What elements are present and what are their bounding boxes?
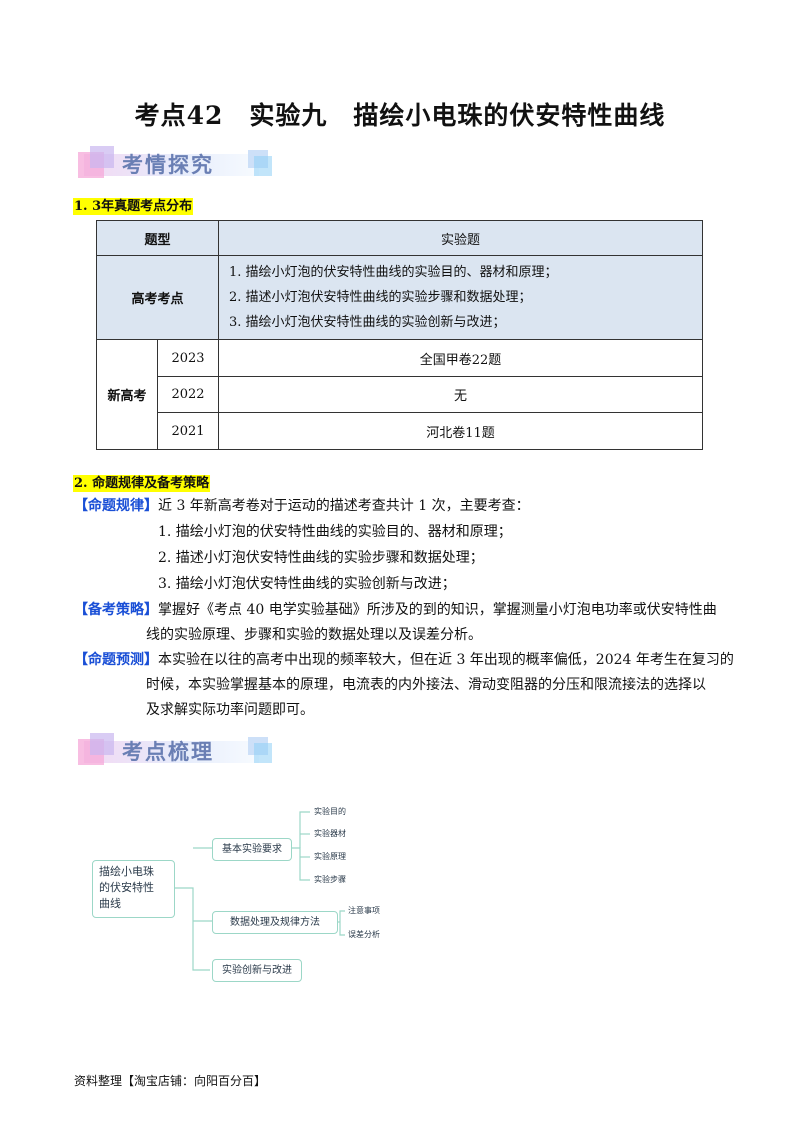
mindmap-branch-basic: 基本实验要求 [212,838,292,861]
banner-text: 考情探究 [122,153,214,177]
rule-paragraph: 【命题规律】近 3 年新高考卷对于运动的描述考查共计 1 次，主要考查： [74,494,734,519]
footer-note: 资料整理【淘宝店铺：向阳百分百】 [74,1074,267,1088]
leaf-item: 实验器材 [314,829,346,838]
leaf-item: 误差分析 [348,930,380,939]
predict-paragraph: 【命题预测】本实验在以往的高考中出现的频率较大，但在近 3 年出现的概率偏低，2… [74,648,734,673]
root-line: 的伏安特性 [99,881,154,894]
strategy-tag: 【备考策略】 [74,602,158,618]
mindmap-branch-data: 数据处理及规律方法 [212,911,338,934]
branch-label: 基本实验要求 [222,844,282,855]
leaf-item: 实验目的 [314,807,346,816]
new-exam-label: 新高考 [96,339,158,450]
rule-text: 近 3 年新高考卷对于运动的描述考查共计 1 次，主要考查： [158,498,530,514]
year-cell: 2021 [157,412,219,450]
root-line: 描绘小电珠 [99,865,154,878]
point-item: 2. 描述小灯泡伏安特性曲线的实验步骤和数据处理； [229,290,532,305]
exam-distribution-table: 题型 实验题 高考考点 1. 描绘小灯泡的伏安特性曲线的实验目的、器材和原理； … [96,220,703,450]
strategy-line: 掌握好《考点 40 电学实验基础》所涉及的到的知识，掌握测量小灯泡电功率或伏安特… [158,602,717,618]
heading-distribution: 1. 3年真题考点分布 [73,195,194,215]
heading-strategy: 2. 命题规律及备考策略 [73,472,211,492]
type-value: 实验题 [218,220,703,256]
strategy-paragraph: 【备考策略】掌握好《考点 40 电学实验基础》所涉及的到的知识，掌握测量小灯泡电… [74,598,734,623]
section-banner-analysis: 考情探究 [78,146,278,182]
point-item: 1. 描绘小灯泡的伏安特性曲线的实验目的、器材和原理； [229,265,558,280]
rule-items: 1. 描绘小灯泡的伏安特性曲线的实验目的、器材和原理； 2. 描述小灯泡伏安特性… [158,520,512,597]
exam-cell: 河北卷11题 [218,412,703,450]
leaf-item: 实验步骤 [314,875,346,884]
point-item: 3. 描绘小灯泡伏安特性曲线的实验创新与改进； [229,315,506,330]
predict-tag: 【命题预测】 [74,652,158,668]
branch-label: 实验创新与改进 [222,965,292,976]
page-title: 考点42 实验九 描绘小电珠的伏安特性曲线 [134,101,666,130]
leaf-item: 注意事项 [348,906,380,915]
predict-line: 时候，本实验掌握基本的原理，电流表的内外接法、滑动变阻器的分压和限流接法的选择以 [146,677,706,693]
branch-label: 数据处理及规律方法 [230,917,320,928]
predict-line: 及求解实际功率问题即可。 [146,702,314,718]
strategy-line: 线的实验原理、步骤和实验的数据处理以及误差分析。 [146,627,482,643]
heading-text: 1. 3年真题考点分布 [73,198,194,215]
rule-tag: 【命题规律】 [74,498,158,514]
root-line: 曲线 [99,897,121,910]
predict-line: 本实验在以往的高考中出现的频率较大，但在近 3 年出现的概率偏低，2024 年考… [158,652,734,668]
rule-item: 2. 描述小灯泡伏安特性曲线的实验步骤和数据处理； [158,550,484,566]
rule-item: 1. 描绘小灯泡的伏安特性曲线的实验目的、器材和原理； [158,524,512,540]
mindmap-root: 描绘小电珠 的伏安特性 曲线 [92,860,175,918]
heading-text: 2. 命题规律及备考策略 [73,475,211,492]
section-banner-outline: 考点梳理 [78,733,278,769]
points-label: 高考考点 [96,255,219,340]
mindmap-branch-innovation: 实验创新与改进 [212,959,302,982]
leaf-item: 实验原理 [314,852,346,861]
banner-text: 考点梳理 [122,740,214,764]
rule-item: 3. 描绘小灯泡伏安特性曲线的实验创新与改进； [158,576,456,592]
points-list: 1. 描绘小灯泡的伏安特性曲线的实验目的、器材和原理； 2. 描述小灯泡伏安特性… [218,255,703,340]
